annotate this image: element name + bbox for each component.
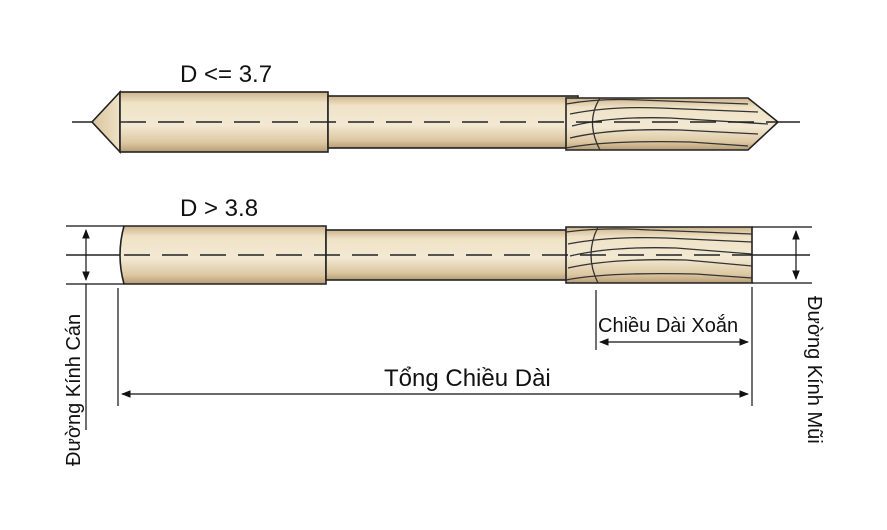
tip-diameter-label: Đường Kính Mũi (803, 296, 825, 444)
flute-length-label: Chiều Dài Xoắn (598, 314, 738, 337)
cone-tip (90, 89, 121, 155)
shank-diameter-label: Đường Kính Cán (63, 314, 85, 466)
reamer-small (72, 89, 800, 155)
flute-spirals-bottom (565, 226, 753, 284)
tool1-spec-label: D <= 3.7 (180, 61, 272, 88)
overall-length-label: Tổng Chiều Dài (384, 365, 551, 392)
reamer-large (66, 225, 810, 285)
dimension-lines (66, 225, 812, 430)
flute-spirals-top (565, 97, 769, 151)
tool2-spec-label: D > 3.8 (180, 195, 258, 222)
